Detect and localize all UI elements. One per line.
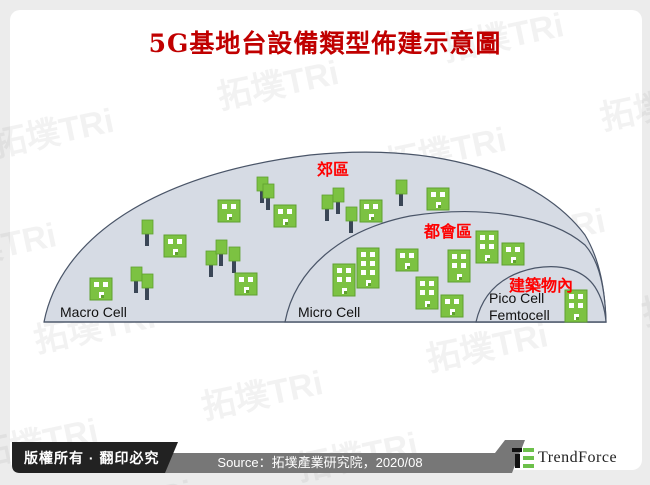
brand-name: TrendForce	[538, 449, 618, 466]
femtocell-label: Femtocell	[489, 307, 550, 323]
zone-label-indoor: 建築物內	[509, 278, 574, 295]
copyright-notice: 版權所有 · 翻印必究	[24, 450, 160, 466]
svg-text:拓墣TRi: 拓墣TRi	[639, 271, 650, 334]
zone-label-urban: 都會區	[424, 224, 473, 241]
source-note: Source：拓墣產業研究院，2020/08	[217, 455, 423, 470]
macro-cell-label: Macro Cell	[60, 304, 127, 320]
micro-cell-label: Micro Cell	[298, 304, 361, 320]
pico-cell-label: Pico Cell	[489, 290, 545, 306]
page-title: 5G基地台設備類型佈建示意圖	[148, 29, 502, 58]
trendforce-logo: TrendForce	[512, 448, 617, 468]
trendforce-icon	[512, 448, 534, 468]
zone-label-suburban: 郊區	[317, 162, 350, 179]
